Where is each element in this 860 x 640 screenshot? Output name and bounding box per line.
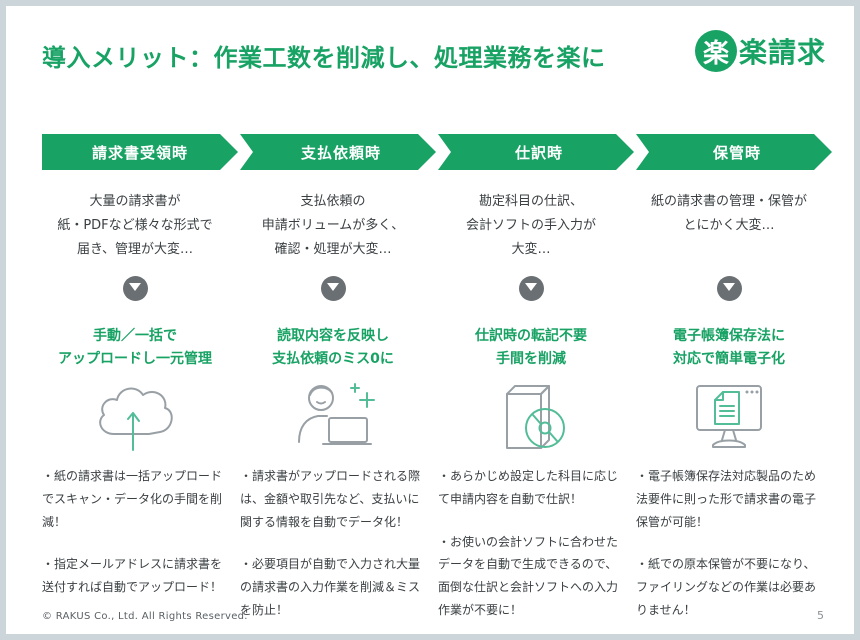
benefit-text: 電子帳簿保存法に 対応で簡単電子化 <box>673 328 785 368</box>
column-invoice-receipt: 請求書受領時 大量の請求書が 紙・PDFなど様々な形式で 届き、管理が大変… 手… <box>42 134 228 622</box>
down-arrow-icon <box>716 276 742 301</box>
step-arrow-banner: 支払依頼時 <box>240 134 436 170</box>
slide: 導入メリット：作業工数を削減し、処理業務を楽に 楽 楽請求 請求書受領時 大量の… <box>6 6 854 634</box>
problem-text: 勘定科目の仕訳、 会計ソフトの手入力が 大変… <box>465 194 596 258</box>
benefit-text: 手動／一括で アップロードし一元管理 <box>58 328 212 368</box>
down-arrow-icon <box>518 276 544 301</box>
down-triangle <box>129 283 141 297</box>
problem-text: 大量の請求書が 紙・PDFなど様々な形式で 届き、管理が大変… <box>57 194 213 258</box>
down-triangle <box>327 283 339 297</box>
down-arrow-icon <box>122 276 148 301</box>
software-package-icon <box>438 373 624 459</box>
bullet-item: ・指定メールアドレスに請求書を送付すれば自動でアップロード！ <box>42 557 223 595</box>
down-triangle <box>525 283 537 297</box>
step-arrow-banner: 請求書受領時 <box>42 134 238 170</box>
down-triangle <box>723 283 735 297</box>
benefit-text: 仕訳時の転記不要 手間を削減 <box>475 328 587 368</box>
problem-text: 紙の請求書の管理・保管が とにかく大変… <box>650 194 807 234</box>
step-arrow-banner: 保管時 <box>636 134 832 170</box>
bullet-item: ・あらかじめ設定した科目に応じて申請内容を自動で仕訳！ <box>438 469 619 506</box>
rakuraku-seikyu-logo: 楽 楽請求 <box>694 30 826 72</box>
column-journalizing: 仕訳時 勘定科目の仕訳、 会計ソフトの手入力が 大変… 仕訳時の転記不要 手間を… <box>438 134 624 622</box>
bullet-item: ・お使いの会計ソフトに合わせたデータを自動で生成できるので、面倒な仕訳と会計ソフ… <box>438 534 619 617</box>
logo-text: 楽請求 <box>738 36 826 69</box>
problem-text: 支払依頼の 申請ボリュームが多く、 確認・処理が大変… <box>261 194 405 258</box>
operator-laptop-icon <box>240 373 426 459</box>
bullet-item: ・紙での原本保管が不要になり、ファイリングなどの作業は必要ありません！ <box>636 557 817 617</box>
down-arrow-icon <box>320 276 346 301</box>
bullet-list: ・電子帳簿保存法対応製品のため法要件に則った形で請求書の電子保管が可能！ ・紙で… <box>636 465 822 622</box>
bullet-list: ・請求書がアップロードされる際は、金額や取引先など、支払いに関する情報を自動でデ… <box>240 465 426 622</box>
bullet-item: ・請求書がアップロードされる際は、金額や取引先など、支払いに関する情報を自動でデ… <box>240 469 421 529</box>
monitor-document-icon <box>636 373 822 459</box>
process-columns: 請求書受領時 大量の請求書が 紙・PDFなど様々な形式で 届き、管理が大変… 手… <box>42 134 822 622</box>
page-number: 5 <box>817 609 824 622</box>
copyright-text: © RAKUS Co., Ltd. All Rights Reserved. <box>42 611 248 622</box>
bullet-item: ・紙の請求書は一括アップロードでスキャン・データ化の手間を削減！ <box>42 469 223 529</box>
bullet-item: ・電子帳簿保存法対応製品のため法要件に則った形で請求書の電子保管が可能！ <box>636 469 817 529</box>
step-arrow-banner: 仕訳時 <box>438 134 634 170</box>
page-title: 導入メリット：作業工数を削減し、処理業務を楽に <box>42 44 606 72</box>
logo-badge-icon: 楽 <box>694 30 737 72</box>
column-storage: 保管時 紙の請求書の管理・保管が とにかく大変… 電子帳簿保存法に 対応で簡単電… <box>636 134 822 622</box>
bullet-list: ・紙の請求書は一括アップロードでスキャン・データ化の手間を削減！ ・指定メールア… <box>42 465 228 599</box>
cloud-upload-icon <box>42 373 228 459</box>
benefit-text: 読取内容を反映し 支払依頼のミス0に <box>272 328 394 368</box>
column-payment-request: 支払依頼時 支払依頼の 申請ボリュームが多く、 確認・処理が大変… 読取内容を反… <box>240 134 426 622</box>
bullet-list: ・あらかじめ設定した科目に応じて申請内容を自動で仕訳！ ・お使いの会計ソフトに合… <box>438 465 624 622</box>
bullet-item: ・必要項目が自動で入力され大量の請求書の入力作業を削減＆ミスを防止！ <box>240 557 421 617</box>
